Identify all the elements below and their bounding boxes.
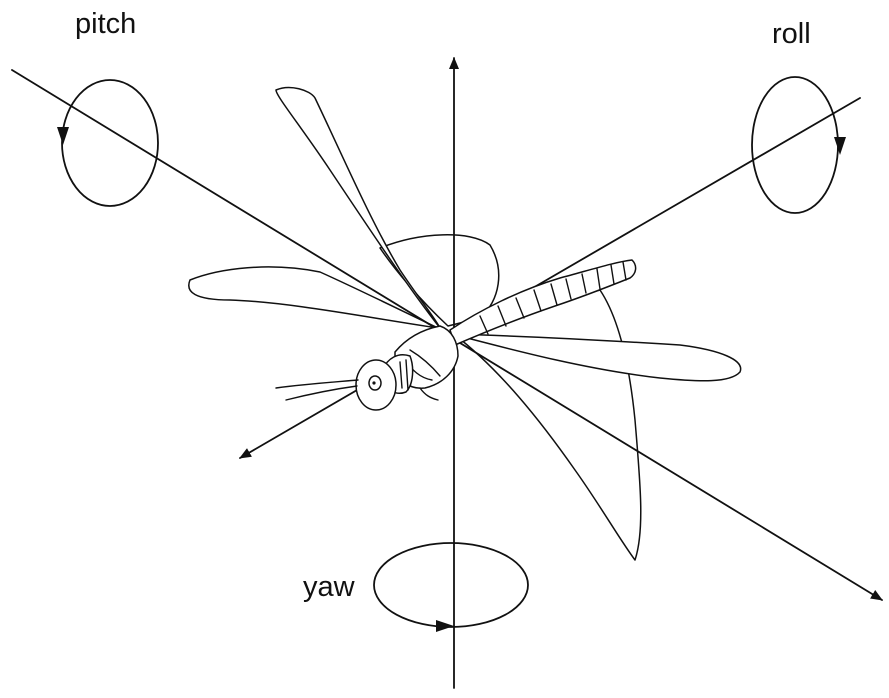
antenna-upper bbox=[276, 380, 358, 388]
antenna-lower bbox=[286, 386, 357, 400]
yaw-label: yaw bbox=[303, 573, 355, 602]
pitch-rotation-ellipse bbox=[57, 80, 158, 206]
yaw-rotation-ellipse bbox=[374, 543, 528, 632]
roll-label: roll bbox=[772, 20, 811, 49]
roll-rotation-ellipse bbox=[752, 77, 846, 213]
pitch-label: pitch bbox=[75, 10, 136, 39]
